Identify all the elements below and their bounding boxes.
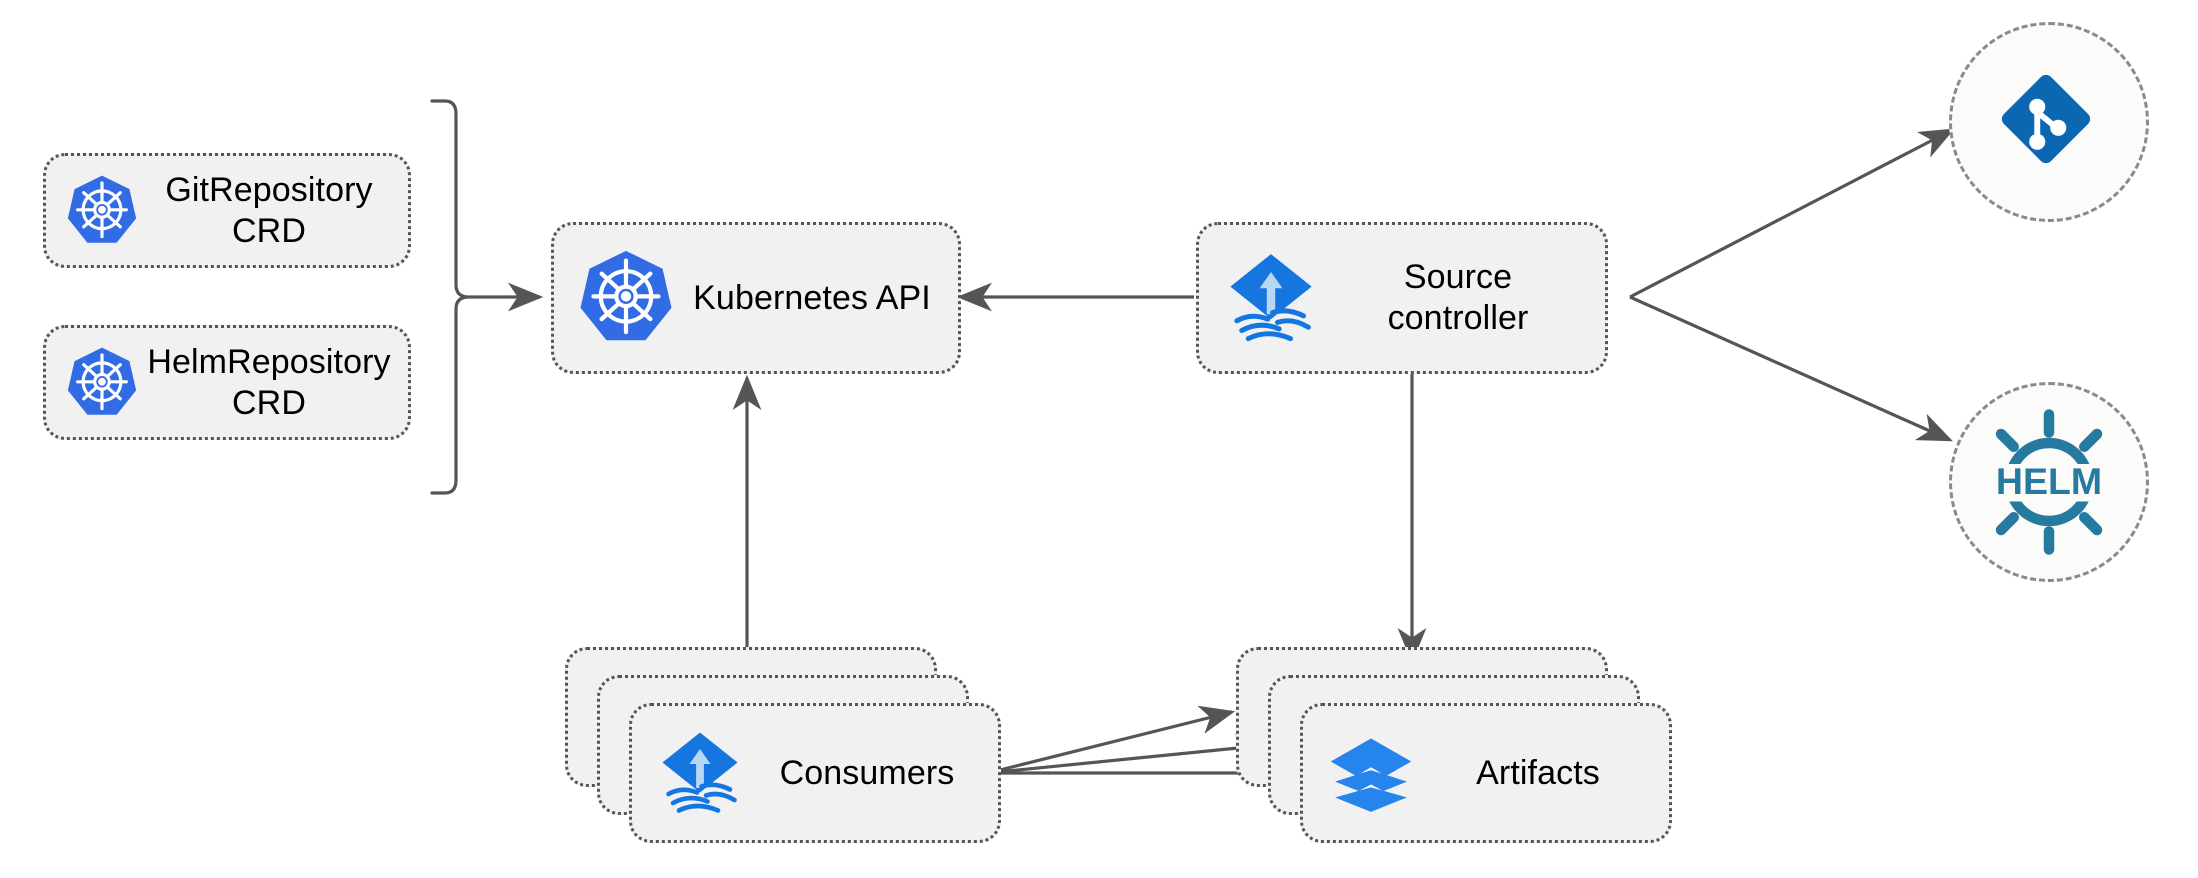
node-label: HelmRepository CRD (147, 342, 391, 422)
node-source-controller[interactable]: Source controller (1196, 222, 1608, 374)
kubernetes-icon (60, 341, 144, 425)
edge-consumers-to-artifacts-1 (987, 705, 1236, 775)
git-icon (1990, 63, 2108, 181)
node-git-repository-crd[interactable]: GitRepository CRD (43, 153, 411, 268)
node-kubernetes-api[interactable]: Kubernetes API (551, 222, 961, 374)
node-consumers[interactable]: Consumers (629, 703, 1001, 843)
edge-source-controller-to-helm-provider (1629, 295, 1953, 442)
flux-icon (648, 721, 752, 825)
node-helm-repository-crd[interactable]: HelmRepository CRD (43, 325, 411, 440)
kubernetes-icon (570, 242, 682, 354)
node-artifacts[interactable]: Artifacts (1300, 703, 1672, 843)
node-label: Kubernetes API (693, 278, 931, 317)
layers-icon (1319, 721, 1423, 825)
edge-consumers-to-artifacts-2 (987, 733, 1272, 775)
edge-source-controller-to-git-provider (1629, 128, 1955, 299)
kubernetes-icon (60, 169, 144, 253)
helm-wordmark: HELM (1996, 460, 2102, 502)
helm-icon: HELM (1974, 407, 2124, 557)
node-label: Artifacts (1476, 753, 1600, 792)
flux-icon (1215, 242, 1327, 354)
crd-group-bracket (430, 99, 468, 495)
node-label: Source controller (1387, 258, 1529, 337)
node-label: GitRepository CRD (165, 170, 373, 250)
node-helm-provider[interactable]: HELM (1949, 382, 2149, 582)
node-label: Consumers (779, 753, 955, 792)
node-git-provider[interactable] (1949, 22, 2149, 222)
